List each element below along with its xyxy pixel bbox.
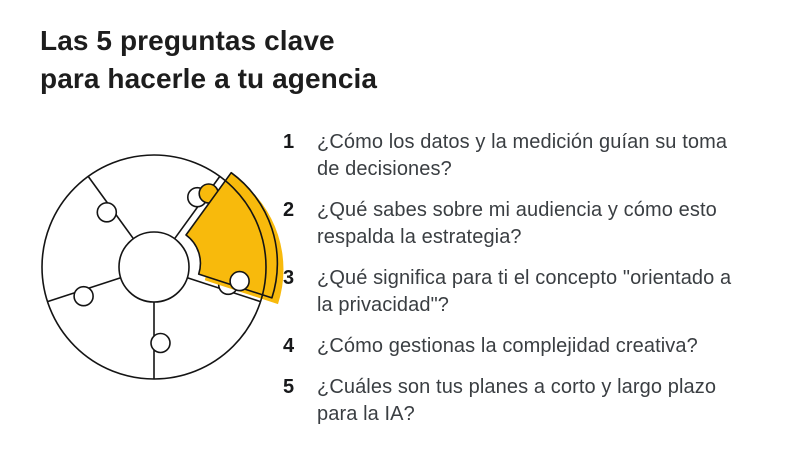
page-title-line-1: Las 5 preguntas clave xyxy=(40,25,335,56)
page-title-line-2: para hacerle a tu agencia xyxy=(40,63,378,94)
question-text: ¿Cómo gestionas la complejidad creativa? xyxy=(317,335,698,357)
piece-body xyxy=(185,171,279,299)
question-number: 4 xyxy=(283,335,295,357)
puzzle-wheel-diagram xyxy=(24,137,284,397)
questions-list: 1 ¿Cómo los datos y la medición guían su… xyxy=(283,129,743,428)
puzzle-knob xyxy=(73,285,94,307)
question-text: ¿Qué sabes sobre mi audiencia y cómo est… xyxy=(317,199,717,248)
wheel-center-hole xyxy=(118,231,190,303)
question-number: 1 xyxy=(283,131,295,153)
page-title: Las 5 preguntas clave para hacerle a tu … xyxy=(40,22,377,98)
question-text: ¿Qué significa para ti el concepto "orie… xyxy=(317,267,732,316)
puzzle-knob xyxy=(150,332,171,354)
question-number: 5 xyxy=(283,376,295,398)
puzzle-knob xyxy=(96,202,118,223)
question-number: 3 xyxy=(283,267,295,289)
question-text: ¿Cómo los datos y la medición guían su t… xyxy=(317,131,728,180)
question-text: ¿Cuáles son tus planes a corto y largo p… xyxy=(317,376,717,425)
question-number: 2 xyxy=(283,199,295,221)
question-item: 5 ¿Cuáles son tus planes a corto y largo… xyxy=(283,374,743,428)
question-item: 1 ¿Cómo los datos y la medición guían su… xyxy=(283,129,743,183)
highlighted-puzzle-piece xyxy=(185,171,279,299)
question-item: 3 ¿Qué significa para ti el concepto "or… xyxy=(283,265,743,319)
wheel-outer-rim xyxy=(41,154,267,380)
question-item: 2 ¿Qué sabes sobre mi audiencia y cómo e… xyxy=(283,197,743,251)
question-item: 4 ¿Cómo gestionas la complejidad creativ… xyxy=(283,333,743,360)
piece-socket xyxy=(229,270,250,292)
puzzle-wheel-svg xyxy=(41,154,284,380)
